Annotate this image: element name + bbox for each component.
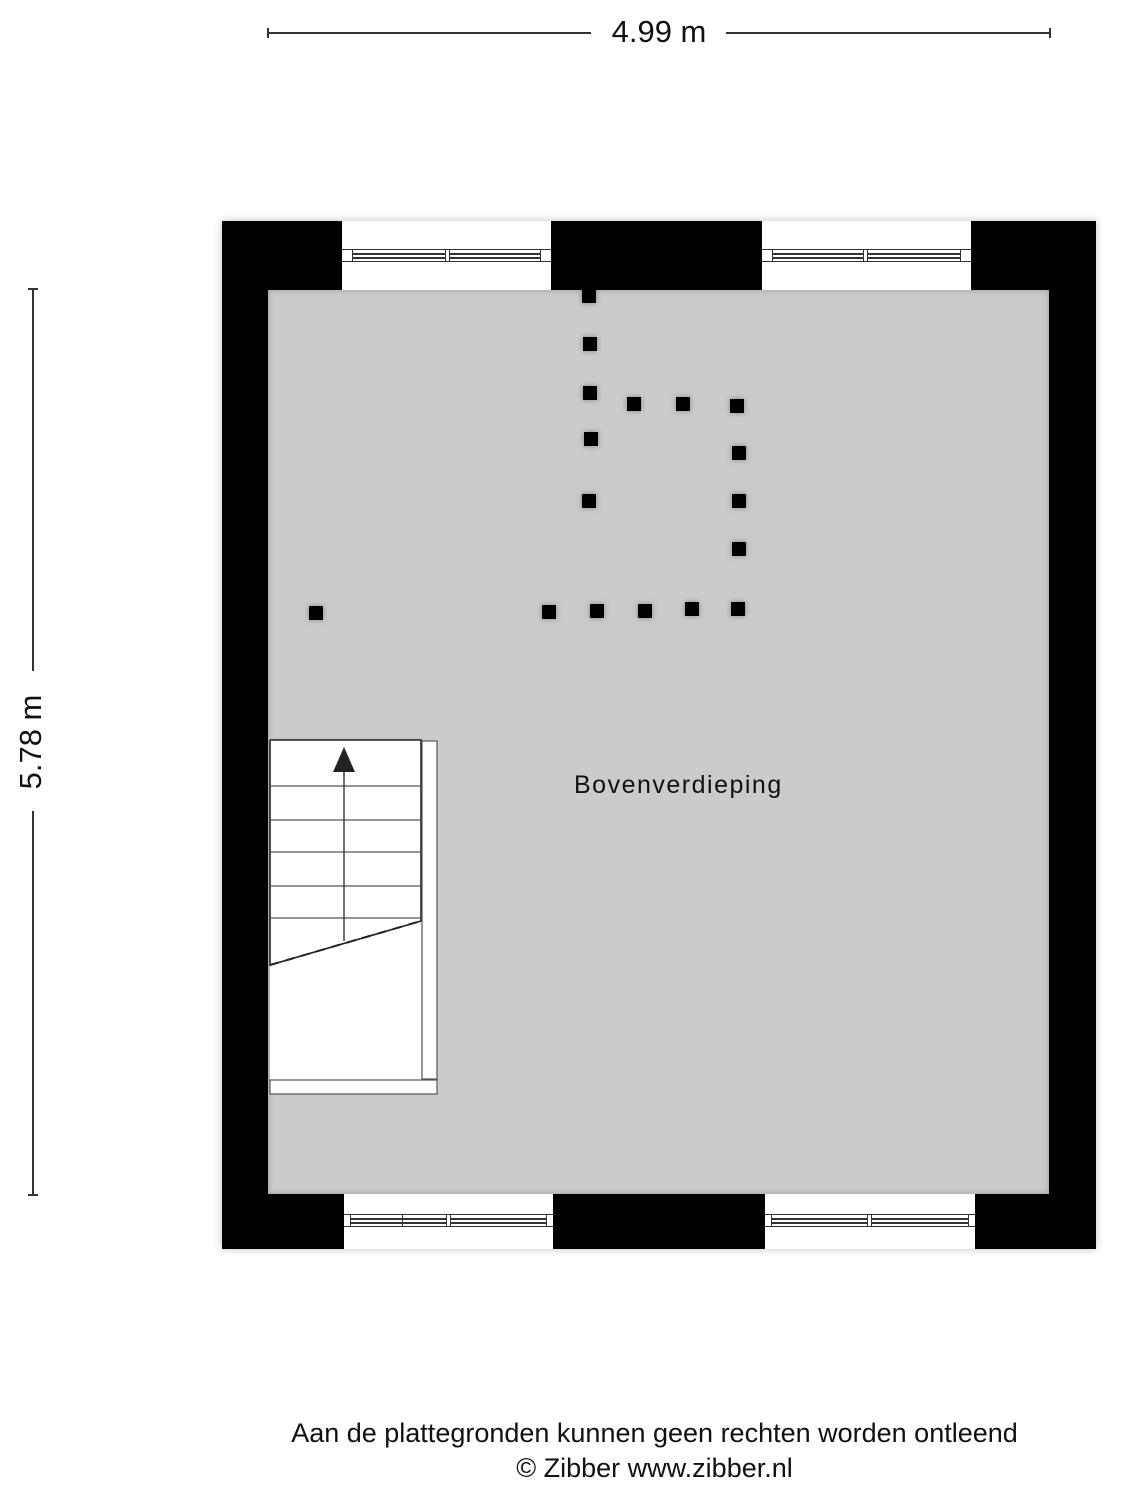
width-dimension-end-tick [1049,28,1051,38]
column-post [638,604,652,618]
window-pane [871,1215,969,1226]
column-post [627,397,641,411]
width-dimension-line-right [726,32,1051,34]
column-post [584,432,598,446]
width-dimension-line-left [267,32,591,34]
window-frame [765,1214,975,1227]
height-dimension-label: 5.78 m [13,694,48,790]
column-post [582,494,596,508]
column-post [542,605,556,619]
column-post [731,602,745,616]
column-post [685,602,699,616]
column-post [732,542,746,556]
column-post [732,446,746,460]
width-dimension-label: 4.99 m [611,14,707,49]
window-bottom-left [344,1194,553,1249]
window-pane [771,1215,868,1226]
window-frame [762,249,971,262]
height-dimension: 5.78 m [10,288,60,1196]
window-bottom-right [765,1194,975,1249]
window-pane [352,250,446,261]
column-post [583,337,597,351]
window-frame [344,1214,553,1227]
column-post [730,399,744,413]
column-post [732,494,746,508]
disclaimer-text: Aan de plattegronden kunnen geen rechten… [291,1418,1018,1448]
staircase [268,738,440,1098]
window-top-left [342,221,551,290]
window-frame [342,249,551,262]
column-post [582,289,596,303]
arrow-up-icon [333,747,355,772]
window-pane [867,250,961,261]
column-post [309,606,323,620]
height-dimension-line-top [32,288,34,671]
column-post [676,397,690,411]
room-label: Bovenverdieping [574,771,783,799]
window-pane [350,1215,447,1226]
height-dimension-end-tick [28,1194,38,1196]
window-top-right [762,221,971,290]
window-pane [449,250,541,261]
height-dimension-line-bottom [32,811,34,1196]
column-post [590,604,604,618]
column-post [583,386,597,400]
stair-drawing [269,739,438,1095]
copyright-text: © Zibber www.zibber.nl [516,1453,793,1483]
window-pane [450,1215,547,1226]
window-pane [772,250,864,261]
width-dimension: 4.99 m [267,10,1051,60]
